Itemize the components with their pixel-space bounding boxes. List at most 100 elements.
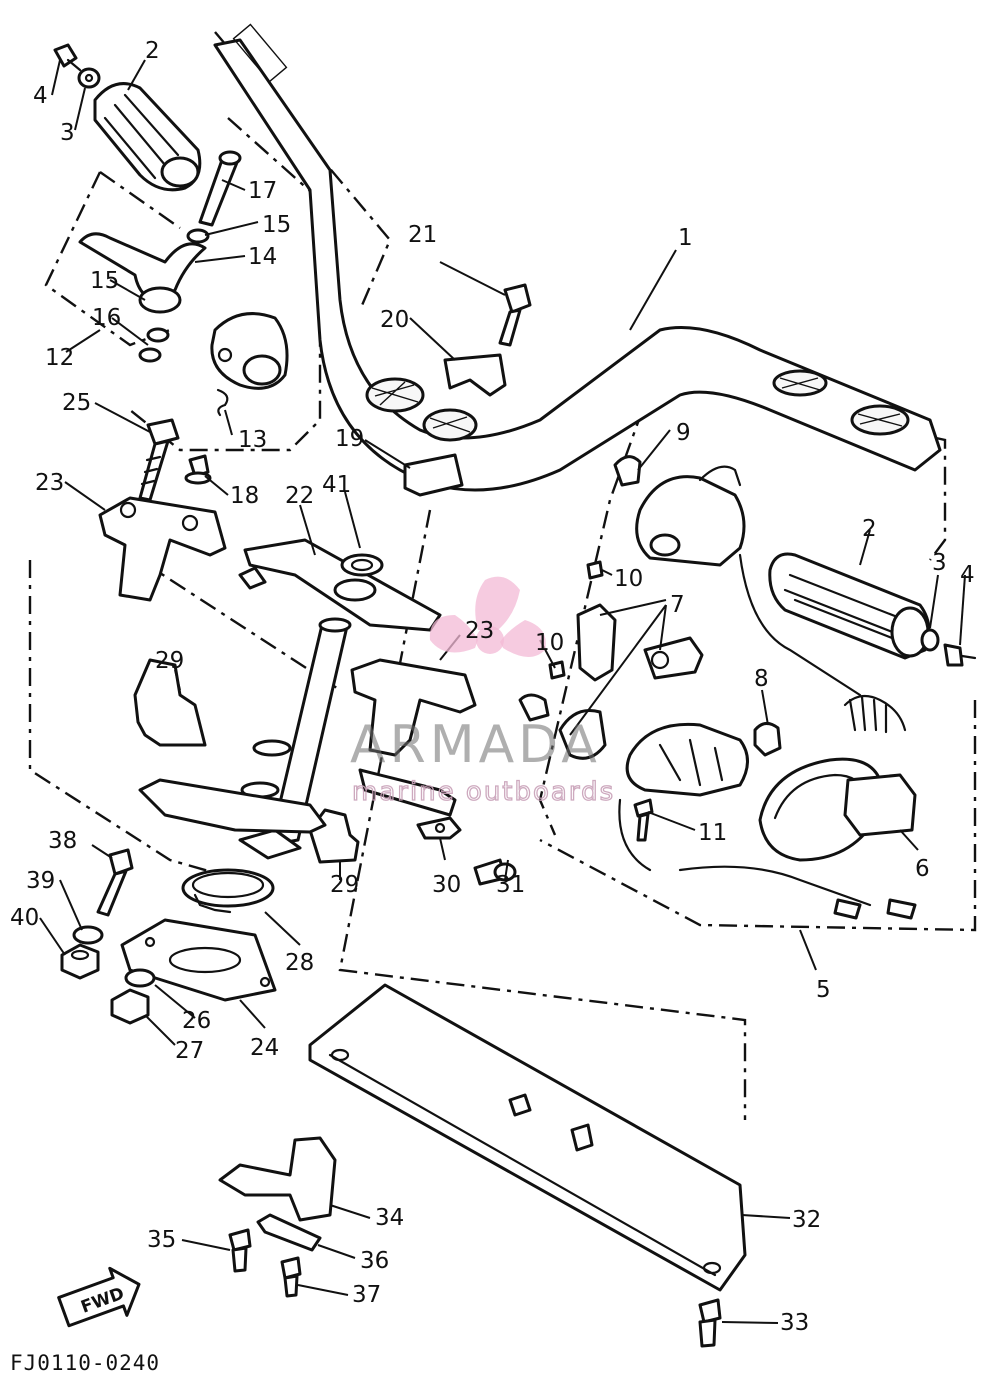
callout-21: 21 xyxy=(408,222,437,248)
handlebar xyxy=(213,23,942,492)
callout-18: 18 xyxy=(230,483,259,509)
callout-14: 14 xyxy=(248,244,277,270)
callout-12: 12 xyxy=(45,345,74,371)
leader-lines xyxy=(39,59,966,1324)
washer-39 xyxy=(72,925,104,945)
callout-17: 17 xyxy=(248,178,277,204)
callout-26: 26 xyxy=(182,1008,211,1034)
steering-bracket-left xyxy=(98,496,227,602)
switch-cover xyxy=(635,465,746,567)
left-grip xyxy=(93,82,202,192)
callout-35: 35 xyxy=(147,1227,176,1253)
right-end-screw xyxy=(943,643,977,667)
callout-31: 31 xyxy=(496,872,525,898)
throttle-pin xyxy=(198,150,242,227)
callout-19: 19 xyxy=(335,426,364,452)
callout-11: 11 xyxy=(698,820,727,846)
cap-9 xyxy=(613,455,642,487)
grommet-8 xyxy=(753,722,782,757)
wiring-harness xyxy=(618,553,917,920)
callout-7: 7 xyxy=(670,592,685,618)
callout-15-upper: 15 xyxy=(262,212,291,238)
callout-1: 1 xyxy=(678,225,693,251)
callout-30: 30 xyxy=(432,872,461,898)
screw-35 xyxy=(228,1228,252,1273)
callout-4-right: 4 xyxy=(960,562,975,588)
callout-41: 41 xyxy=(322,472,351,498)
callout-9: 9 xyxy=(676,420,691,446)
handlebar-knurl-right xyxy=(772,369,910,436)
switch-assy xyxy=(518,603,704,760)
callout-34: 34 xyxy=(375,1205,404,1231)
drawing-code: FJ0110-0240 xyxy=(10,1351,160,1375)
nut-27 xyxy=(110,988,150,1025)
lanyard-cord xyxy=(758,694,917,862)
nut-40 xyxy=(60,943,100,980)
callout-10-upper: 10 xyxy=(614,566,643,592)
bolt-25 xyxy=(138,418,180,502)
clip-36 xyxy=(256,1213,322,1252)
callout-16: 16 xyxy=(92,305,121,331)
callout-36: 36 xyxy=(360,1248,389,1274)
callout-38: 38 xyxy=(48,828,77,854)
screw-10-upper xyxy=(586,560,604,580)
callout-22: 22 xyxy=(285,483,314,509)
throttle-housing xyxy=(210,312,289,390)
callout-32: 32 xyxy=(792,1207,821,1233)
screw-11 xyxy=(633,798,654,842)
callout-5: 5 xyxy=(816,977,831,1003)
watermark-logo xyxy=(429,576,546,658)
callout-23-left: 23 xyxy=(35,470,64,496)
screw-37 xyxy=(280,1256,302,1298)
callout-20: 20 xyxy=(380,307,409,333)
callout-labels: 1 2 2 3 3 4 4 5 6 7 8 9 10 10 11 12 13 1… xyxy=(10,38,975,1336)
upper-holder xyxy=(443,353,507,397)
base-plate xyxy=(120,918,277,1002)
callout-25: 25 xyxy=(62,390,91,416)
callout-3-left: 3 xyxy=(60,120,75,146)
fwd-arrow: FWD xyxy=(57,1266,141,1328)
callout-40: 40 xyxy=(10,905,39,931)
lower-cover xyxy=(308,983,747,1292)
callout-13: 13 xyxy=(238,427,267,453)
washer-41 xyxy=(340,553,384,577)
handlebar-knurl-left xyxy=(365,377,478,442)
right-grip xyxy=(768,552,931,660)
callout-27: 27 xyxy=(175,1038,204,1064)
small-washers xyxy=(138,228,229,417)
screw-18 xyxy=(184,454,212,485)
steering-arm xyxy=(138,768,457,834)
callout-10-lower: 10 xyxy=(535,630,564,656)
callout-39: 39 xyxy=(26,868,55,894)
callout-3-right: 3 xyxy=(932,550,947,576)
lower-holder xyxy=(403,453,464,497)
bolt-38 xyxy=(96,848,134,917)
watermark-brand: ARMADA xyxy=(350,715,601,775)
bracket-34 xyxy=(218,1136,337,1222)
callout-6: 6 xyxy=(915,856,930,882)
callout-4-left: 4 xyxy=(33,83,48,109)
watermark: ARMADA marine outboards xyxy=(350,576,615,808)
callout-23-right: 23 xyxy=(465,618,494,644)
column-plate xyxy=(238,538,442,632)
callout-33: 33 xyxy=(780,1310,809,1336)
callout-2-right: 2 xyxy=(862,516,877,542)
bearing-ring xyxy=(181,868,275,914)
callout-28: 28 xyxy=(285,950,314,976)
callout-15-lower: 15 xyxy=(90,268,119,294)
holder-bolt xyxy=(498,283,532,347)
watermark-tagline: marine outboards xyxy=(352,777,615,807)
plate-30 xyxy=(416,816,462,840)
right-washer xyxy=(920,628,940,652)
bushing-29-upper xyxy=(133,658,207,747)
callout-37: 37 xyxy=(352,1282,381,1308)
switch-base xyxy=(625,722,749,797)
steering-column xyxy=(238,617,352,860)
callout-29-upper: 29 xyxy=(155,648,184,674)
callout-24: 24 xyxy=(250,1035,279,1061)
throttle-lever xyxy=(78,232,207,314)
callout-29-lower: 29 xyxy=(330,872,359,898)
callout-2-left: 2 xyxy=(145,38,160,64)
bolt-33 xyxy=(698,1298,722,1348)
